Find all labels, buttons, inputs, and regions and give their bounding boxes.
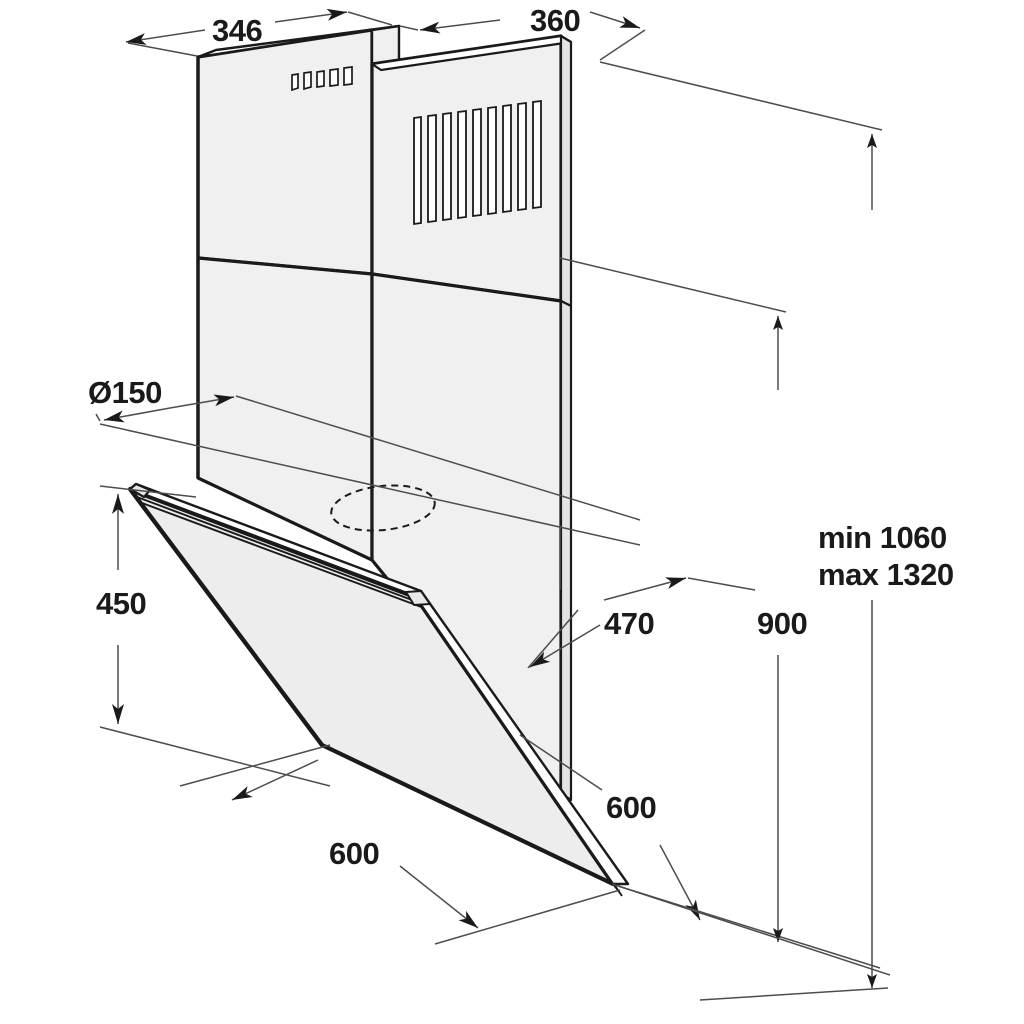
ground-reference-line bbox=[611, 883, 891, 976]
dim-label-900: 900 bbox=[757, 606, 808, 641]
chimney-assembly bbox=[196, 24, 573, 802]
dim-label-total-height-max: max 1320 bbox=[818, 557, 954, 592]
dim-470 bbox=[527, 525, 756, 669]
dim-360 bbox=[399, 11, 646, 61]
chimney-upper-top-opening bbox=[196, 24, 401, 59]
air-outlet-ellipse bbox=[330, 484, 436, 532]
hood-panel-bend-facet bbox=[405, 590, 431, 606]
chimney-upper-right-edge-strip bbox=[559, 34, 573, 308]
dim-label-600-front: 600 bbox=[329, 836, 380, 871]
dim-label-outlet-diameter: Ø150 bbox=[88, 375, 162, 410]
dim-900 bbox=[559, 257, 787, 942]
dim-450 bbox=[99, 485, 331, 787]
vent-slots-front bbox=[413, 99, 542, 226]
dim-label-450: 450 bbox=[96, 586, 147, 621]
chimney-upper-inner-back bbox=[370, 24, 401, 66]
chimney-upper-side-face bbox=[196, 28, 374, 276]
dim-label-346: 346 bbox=[212, 13, 263, 48]
dim-outlet-150 bbox=[95, 394, 641, 546]
hood-panel-lower-left-edge bbox=[128, 487, 324, 747]
dim-label-470: 470 bbox=[604, 606, 655, 641]
chimney-lower-side-face bbox=[196, 256, 374, 562]
dim-600-front bbox=[179, 744, 621, 945]
chimney-lower-right-edge-strip bbox=[559, 299, 573, 802]
dim-346 bbox=[125, 8, 393, 57]
dim-label-total-height-min: min 1060 bbox=[818, 520, 947, 555]
dim-total-height bbox=[599, 61, 889, 1001]
dim-label-360: 360 bbox=[530, 3, 581, 38]
angled-hood-panel bbox=[127, 482, 630, 897]
vent-slots-side bbox=[291, 66, 353, 92]
dim-label-600-right: 600 bbox=[606, 790, 657, 825]
